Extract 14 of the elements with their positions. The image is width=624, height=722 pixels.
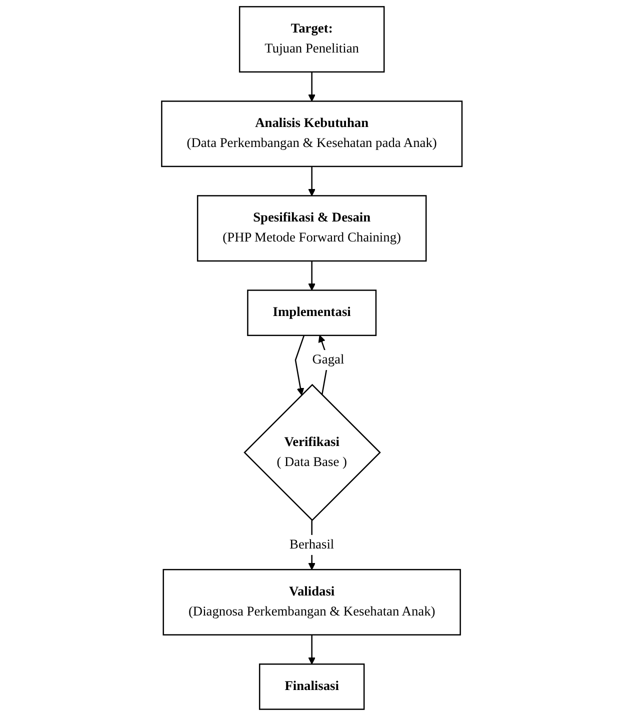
node-diamond: Verifikasi ( Data Base ): [244, 384, 382, 522]
arrow: [308, 634, 316, 664]
edge-label: Berhasil: [290, 537, 334, 552]
arrow: [308, 260, 316, 291]
node-box: Implementasi: [247, 290, 377, 336]
node-box: Validasi (Diagnosa Perkembangan & Kesehatan Anak): [162, 568, 462, 636]
node-box: Spesifikasi & Desain (PHP Metode Forward Chaining): [197, 195, 427, 262]
arrow: [308, 166, 316, 196]
edge-label: Gagal: [312, 352, 344, 367]
arrow: [295, 335, 305, 396]
node-box: Analisis Kebutuhan (Data Perkembangan & Kesehatan pada Anak): [161, 100, 463, 168]
node-box: Finalisasi: [259, 663, 365, 710]
arrow: [308, 72, 316, 102]
node-box: Target: Tujuan Penelitian: [239, 6, 385, 73]
